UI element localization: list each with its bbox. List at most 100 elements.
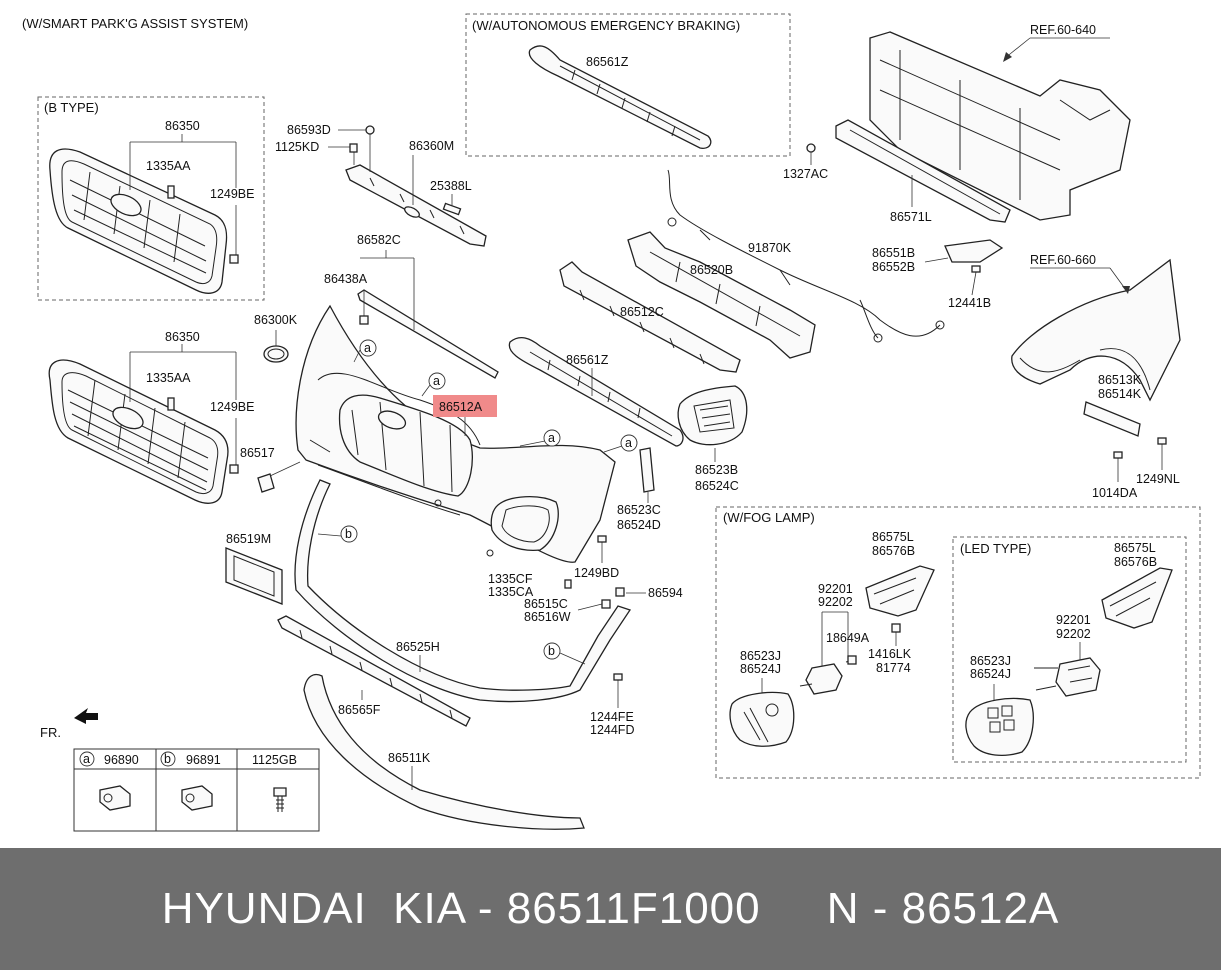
label-86565F: 86565F: [338, 703, 381, 717]
legend-part-1125GB: 1125GB: [252, 753, 297, 767]
label-86511K: 86511K: [388, 751, 431, 765]
led-bracket-86575L: [1101, 567, 1173, 629]
bolt-1249NL: [1157, 437, 1167, 445]
legend-marker-a-text: a: [83, 752, 90, 766]
marker-a-3: [543, 429, 561, 447]
lower-strip-86511K: [303, 673, 585, 830]
bolt-1125KD: [349, 143, 358, 153]
label-1249NL: 1249NL: [1136, 472, 1180, 486]
label-86571L: 86571L: [890, 210, 932, 224]
group-label-fog-lamp: (W/FOG LAMP): [723, 510, 815, 525]
ref1-arrow-icon: [1003, 52, 1012, 62]
label-fog-18649A: 18649A: [826, 631, 870, 645]
bolt-86593D: [365, 125, 375, 135]
front-direction-label: FR.: [40, 725, 61, 740]
clip-1335AA-b: [167, 397, 175, 411]
marker-a-1: [359, 339, 377, 357]
marker-a-4-text: a: [625, 436, 632, 450]
label-86524C: 86524C: [695, 479, 739, 493]
label-86300K: 86300K: [254, 313, 298, 327]
legend-part-96890: 96890: [104, 753, 139, 767]
label-1244FE: 1244FE: [590, 710, 634, 724]
label-1335AA-b: 1335AA: [146, 371, 191, 385]
marker-a-1-text: a: [364, 341, 371, 355]
label-86561Z-aeb: 86561Z: [586, 55, 629, 69]
highlight-86512A: [433, 395, 497, 417]
group-label-aeb: (W/AUTONOMOUS EMERGENCY BRAKING): [472, 18, 740, 33]
clip-1249BE-a: [229, 254, 239, 264]
label-12441B: 12441B: [948, 296, 991, 310]
label-1335CA: 1335CA: [488, 585, 534, 599]
label-led-86523J: 86523J: [970, 654, 1011, 668]
label-fog-81774: 81774: [876, 661, 911, 675]
ref-60-660: REF.60-660: [1030, 253, 1096, 267]
ref2-arrow-icon: [1122, 286, 1130, 294]
bracket-86523C: [639, 447, 655, 493]
label-86594: 86594: [648, 586, 683, 600]
label-1244FD: 1244FD: [590, 723, 634, 737]
footer-bar: HYUNDAI KIA - 86511F1000 N - 86512A: [0, 848, 1221, 970]
legend-marker-b: [160, 751, 176, 767]
parts-diagram: (W/SMART PARK'G ASSIST SYSTEM) (W/AUTONO…: [22, 13, 1201, 832]
bumper-beam-area: [835, 31, 1131, 223]
bolt-1327AC: [806, 143, 816, 153]
label-fog-1416LK: 1416LK: [868, 647, 912, 661]
marker-a-4: [620, 434, 638, 452]
front-arrow-icon: [74, 708, 98, 724]
legend-marker-a: [79, 751, 95, 767]
marker-b-2: [543, 642, 561, 660]
label-86582C: 86582C: [357, 233, 401, 247]
label-86561Z: 86561Z: [566, 353, 609, 367]
label-86525H: 86525H: [396, 640, 440, 654]
upper-bracket-86360M: [345, 164, 487, 247]
label-86523C: 86523C: [617, 503, 661, 517]
label-86350-a: 86350: [165, 119, 200, 133]
label-86551B: 86551B: [872, 246, 915, 260]
label-led-92201: 92201: [1056, 613, 1091, 627]
label-86523B: 86523B: [695, 463, 738, 477]
label-1249BE-b: 1249BE: [210, 400, 254, 414]
legend-part-96891: 96891: [186, 753, 221, 767]
label-25388L: 25388L: [430, 179, 472, 193]
fog-cover-86523J: [729, 691, 795, 747]
marker-a-3-text: a: [548, 431, 555, 445]
fog-lamp-frame: [715, 506, 1201, 779]
group-label-led-type: (LED TYPE): [960, 541, 1031, 556]
b-type-frame: [37, 96, 265, 301]
label-86517: 86517: [240, 446, 275, 460]
label-led-86576B: 86576B: [1114, 555, 1157, 569]
marker-b-1-text: b: [345, 527, 352, 541]
diagram-canvas: (W/SMART PARK'G ASSIST SYSTEM) (W/AUTONO…: [22, 13, 1201, 832]
footer-part-numbers: HYUNDAI KIA - 86511F1000 N - 86512A: [161, 884, 1060, 933]
marker-b-1: [340, 525, 358, 543]
absorber-86520B: [627, 231, 816, 359]
label-1249BD: 1249BD: [574, 566, 619, 580]
label-86513K: 86513K: [1098, 373, 1142, 387]
legend-marker-b-text: b: [164, 752, 171, 766]
fog-lamp-92201: [805, 663, 843, 695]
clip-96891-icon: [181, 785, 213, 811]
label-86519M: 86519M: [226, 532, 271, 546]
clip-1249BE-b: [229, 464, 239, 474]
marker-a-2-text: a: [433, 374, 440, 388]
led-lamp-92201: [1055, 657, 1101, 697]
clip-96890-icon: [99, 785, 131, 811]
label-86350-b: 86350: [165, 330, 200, 344]
bolt-1416LK: [891, 623, 901, 633]
label-fog-92202: 92202: [818, 595, 853, 609]
label-86520B: 86520B: [690, 263, 733, 277]
label-86515C: 86515C: [524, 597, 568, 611]
aeb-frame: [465, 13, 791, 157]
lower-grille-aeb: [528, 45, 712, 149]
fog-bracket-86575L: [865, 565, 935, 617]
label-1335CF: 1335CF: [488, 572, 533, 586]
label-led-86575L: 86575L: [1114, 541, 1156, 555]
clip-86438A: [359, 315, 369, 325]
fender-area: [1011, 258, 1181, 402]
label-1014DA: 1014DA: [1092, 486, 1138, 500]
bolt-1249BD: [597, 535, 607, 543]
label-86360M: 86360M: [409, 139, 454, 153]
led-type-frame: [952, 536, 1187, 763]
label-fog-86524J: 86524J: [740, 662, 781, 676]
label-86552B: 86552B: [872, 260, 915, 274]
